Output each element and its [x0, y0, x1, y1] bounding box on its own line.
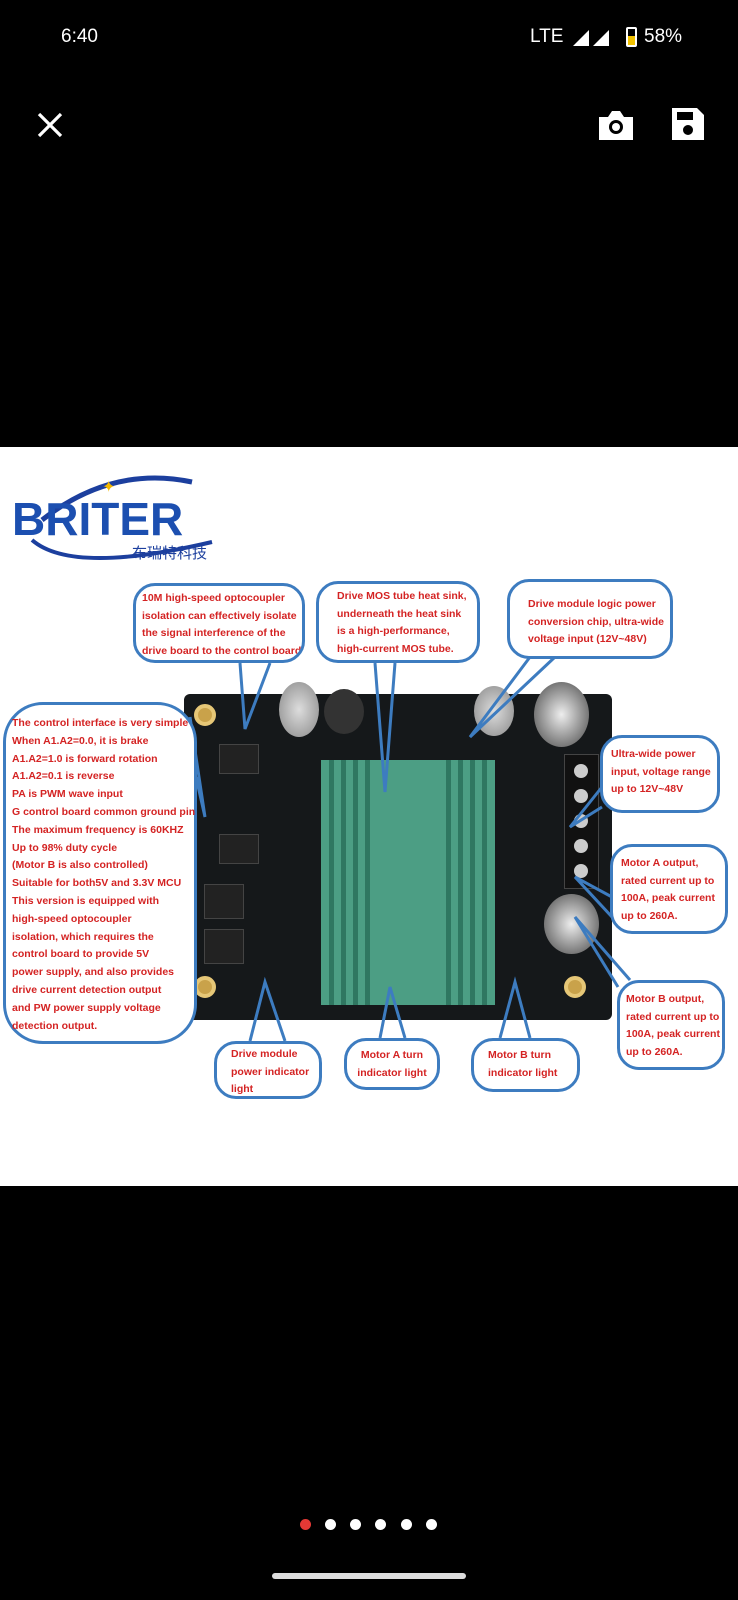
- callout-line: G control board common ground pin: [12, 805, 196, 818]
- callout-line: power indicator: [231, 1065, 310, 1078]
- callout-power-input: Ultra-wide power input, voltage range up t…: [600, 735, 720, 813]
- callout-line: isolation can effectively isolate: [142, 609, 297, 622]
- pager-dot[interactable]: [350, 1519, 361, 1530]
- callout-heat-sink: Drive MOS tube heat sink, underneath the …: [316, 581, 480, 663]
- callout-motor-a-output: Motor A output, rated current up to 100A, …: [610, 844, 728, 934]
- callout-line: The maximum frequency is 60KHZ: [12, 823, 184, 836]
- callout-line: Suitable for both5V and 3.3V MCU: [12, 877, 182, 890]
- product-image[interactable]: ✦ BRITER 布瑞特科技 10M high-speed optocouple…: [0, 447, 738, 1186]
- callout-line: Drive module: [231, 1048, 298, 1060]
- callout-line: power supply, and also provides: [12, 966, 175, 979]
- callout-line: high-current MOS tube.: [337, 642, 454, 655]
- callout-line: Drive MOS tube heat sink,: [337, 590, 467, 602]
- callout-line: up to 260A.: [626, 1045, 683, 1058]
- callout-line: isolation, which requires the: [12, 930, 154, 943]
- callout-line: high-speed optocoupler: [12, 912, 132, 925]
- briter-logo: ✦ BRITER 布瑞特科技: [12, 470, 222, 562]
- callout-line: up to 260A.: [621, 909, 678, 922]
- callout-line: voltage input (12V~48V): [528, 633, 647, 645]
- callout-line: light: [231, 1083, 254, 1095]
- callout-pointers: [188, 655, 632, 1042]
- close-icon[interactable]: [36, 111, 64, 144]
- callout-line: control board to provide 5V: [12, 948, 150, 961]
- svg-text:BRITER: BRITER: [12, 493, 183, 545]
- pager-dot[interactable]: [325, 1519, 336, 1530]
- callout-logic-power: Drive module logic power conversion chip,…: [507, 579, 673, 659]
- callout-line: conversion chip, ultra-wide: [528, 615, 664, 628]
- callout-power-indicator: Drive module power indicator light: [214, 1041, 322, 1099]
- callout-line: The control interface is very simple: [12, 717, 189, 729]
- heat-sink: [321, 760, 495, 1005]
- callout-line: A1.A2=0.1 is reverse: [12, 770, 115, 783]
- svg-text:✦: ✦: [102, 479, 115, 496]
- callout-line: drive current detection output: [12, 983, 162, 996]
- pager-dot[interactable]: [375, 1519, 386, 1530]
- callout-line: the signal interference of the: [142, 627, 286, 639]
- status-network: LTE: [530, 26, 564, 47]
- callout-line: Drive module logic power: [528, 598, 656, 610]
- callout-line: (Motor B is also controlled): [12, 859, 148, 872]
- pager-dot[interactable]: [401, 1519, 412, 1530]
- callout-line: PA is PWM wave input: [12, 788, 123, 801]
- callout-line: Motor B output,: [626, 993, 705, 1005]
- callout-line: indicator light: [357, 1066, 427, 1079]
- callout-line: 100A, peak current: [621, 892, 715, 904]
- callout-line: 10M high-speed optocoupler: [142, 592, 285, 604]
- callout-line: When A1.A2=0.0, it is brake: [12, 734, 149, 747]
- home-indicator[interactable]: [272, 1573, 466, 1579]
- callout-line: indicator light: [488, 1066, 558, 1079]
- status-battery: 58%: [644, 26, 683, 47]
- callout-line: Motor B turn: [488, 1049, 551, 1061]
- callout-motor-b-turn: Motor B turn indicator light: [471, 1038, 580, 1092]
- callout-line: This version is equipped with: [12, 894, 160, 907]
- callout-line: and PW power supply voltage: [12, 1001, 161, 1014]
- callout-motor-a-turn: Motor A turn indicator light: [344, 1038, 440, 1090]
- status-time: 6:40: [61, 26, 98, 47]
- svg-text:布瑞特科技: 布瑞特科技: [132, 544, 207, 560]
- pager-dot-active[interactable]: [300, 1519, 311, 1530]
- callout-motor-b-output: Motor B output, rated current up to 100A, …: [617, 980, 725, 1070]
- callout-line: rated current up to: [621, 874, 715, 887]
- callout-line: 100A, peak current: [626, 1028, 720, 1040]
- camera-icon[interactable]: [597, 109, 635, 146]
- battery-icon: [626, 27, 637, 47]
- callout-optocoupler: 10M high-speed optocoupler isolation can …: [133, 583, 305, 663]
- callout-line: underneath the heat sink: [337, 607, 462, 620]
- save-icon[interactable]: [671, 107, 705, 146]
- callout-line: rated current up to: [626, 1010, 720, 1023]
- callout-line: input, voltage range: [611, 765, 711, 778]
- callout-line: Motor A turn: [360, 1049, 424, 1061]
- callout-line: detection output.: [12, 1019, 98, 1032]
- pager-dot[interactable]: [426, 1519, 437, 1530]
- signal-icon: [573, 29, 613, 52]
- callout-line: is a high-performance,: [337, 625, 450, 637]
- callout-line: drive board to the control board: [142, 644, 302, 657]
- callout-line: Motor A output,: [621, 857, 699, 869]
- callout-line: A1.A2=1.0 is forward rotation: [12, 752, 158, 765]
- callout-line: Ultra-wide power: [611, 748, 696, 760]
- callout-line: Up to 98% duty cycle: [12, 841, 118, 854]
- callout-line: up to 12V~48V: [611, 783, 684, 795]
